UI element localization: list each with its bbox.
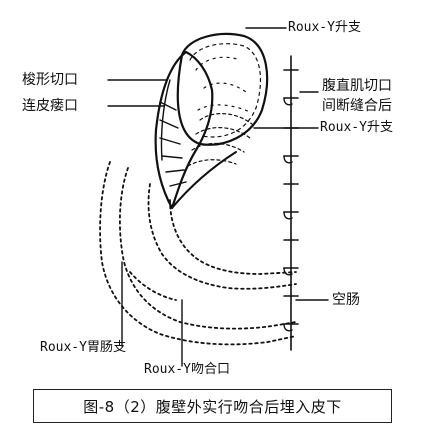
- label-gastric-intestinal-branch: Roux-Y胃肠支: [40, 340, 126, 355]
- label-jejunum: 空肠: [332, 292, 360, 308]
- caption-box: 图-8（2）腹壁外实行吻合后埋入皮下: [33, 389, 392, 423]
- label-spindle-incision: 梭形切口: [22, 72, 78, 88]
- label-roux-y-up-top: Roux-Y升支: [288, 20, 361, 35]
- label-rectus-incision-1: 腹直肌切口: [322, 78, 392, 94]
- label-anastomosis: Roux-Y吻合口: [144, 362, 230, 377]
- label-roux-y-up-mid: Roux-Y升支: [320, 120, 393, 135]
- dotted-bowel-outlines: [99, 161, 297, 346]
- figure-caption: 图-8（2）腹壁外实行吻合后埋入皮下: [83, 397, 342, 416]
- label-skin-fistula: 连皮瘘口: [22, 98, 78, 114]
- label-rectus-incision-2: 间断缝合后: [322, 98, 392, 114]
- roux-y-loop: [176, 32, 269, 146]
- spindle-incision-shape: [154, 50, 237, 210]
- mesentery-hatch: [187, 113, 253, 167]
- leader-lines: [107, 27, 329, 367]
- suture-line: [283, 55, 299, 351]
